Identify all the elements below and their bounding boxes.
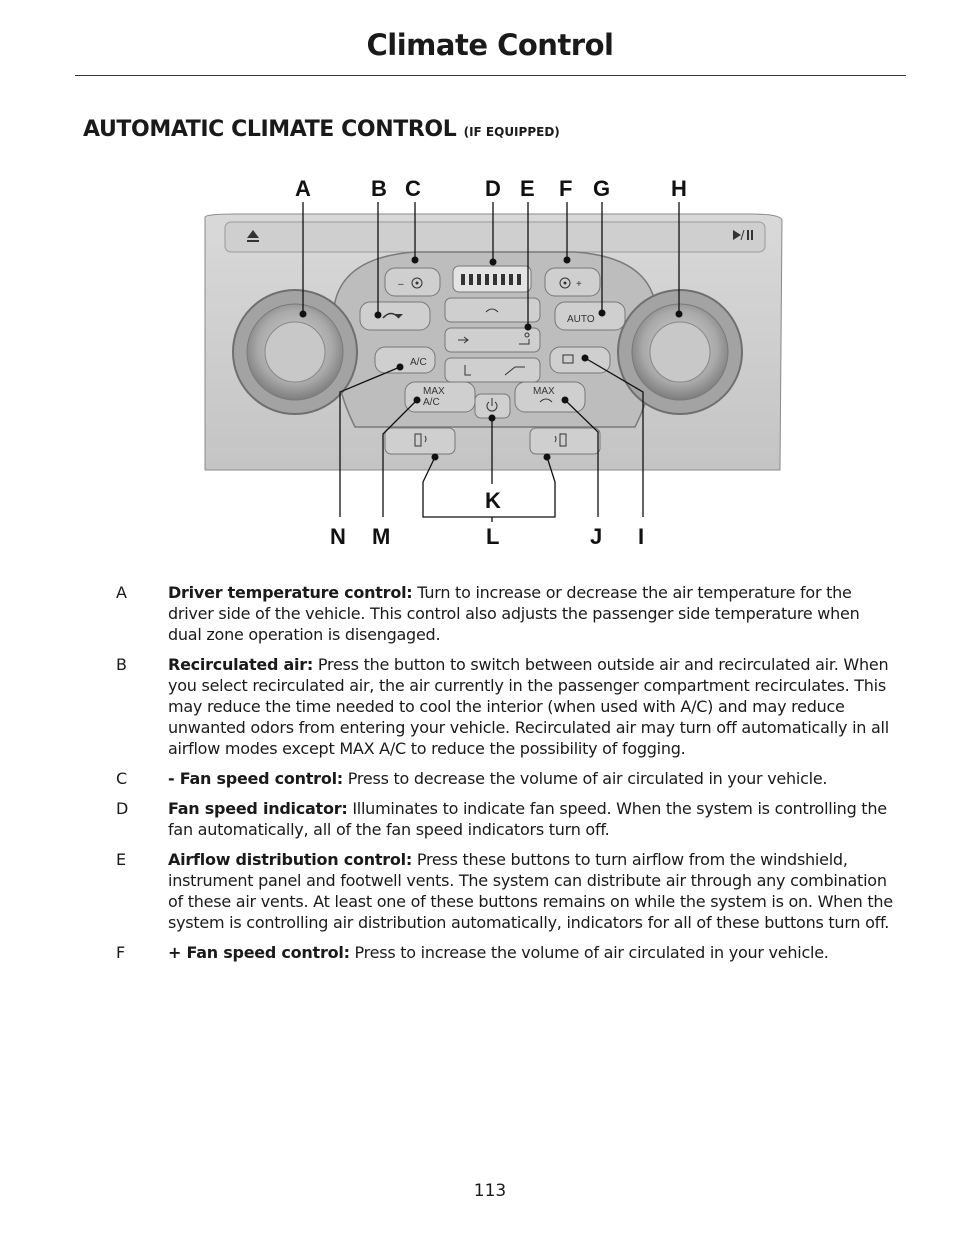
definition-term: Driver temperature control: [168, 583, 413, 602]
callout-dots [299, 256, 683, 461]
definition-item: A Driver temperature control: Turn to in… [0, 582, 954, 645]
definition-letter: C [116, 769, 128, 788]
definition-list: A Driver temperature control: Turn to in… [0, 582, 954, 972]
definition-text: - Fan speed control: Press to decrease t… [168, 768, 896, 789]
definition-item: B Recirculated air: Press the button to … [0, 654, 954, 759]
section-heading: AUTOMATIC CLIMATE CONTROL (IF EQUIPPED) [83, 117, 560, 142]
defrost-icon [485, 308, 499, 313]
section-heading-text: AUTOMATIC CLIMATE CONTROL [83, 117, 457, 142]
footwell-airflow-button[interactable] [444, 357, 541, 383]
definition-text: Fan speed indicator: Illuminates to indi… [168, 798, 896, 840]
fan-icon [559, 277, 571, 289]
ac-button[interactable] [374, 346, 436, 374]
fan-speed-increase-button[interactable] [544, 267, 601, 297]
fan-speed-indicator [452, 265, 532, 293]
passenger-heated-seat-button[interactable] [529, 427, 601, 455]
max-ac-label-bottom: A/C [423, 397, 440, 408]
definition-term: Recirculated air: [168, 655, 314, 674]
definition-item: F + Fan speed control: Press to increase… [0, 942, 954, 963]
panel-top-strip [224, 221, 766, 253]
windshield-airflow-button[interactable] [444, 297, 541, 323]
definition-body: Press to increase the volume of air circ… [349, 943, 829, 962]
fan-speed-indicator-bars [461, 274, 521, 285]
page-number: 113 [473, 1181, 507, 1201]
definition-letter: F [116, 943, 126, 962]
definition-text: Airflow distribution control: Press thes… [168, 849, 896, 933]
callout-a: A [295, 176, 311, 201]
definition-body: Press the button to switch between outsi… [168, 655, 889, 758]
definition-text: Recirculated air: Press the button to sw… [168, 654, 896, 759]
definition-text: Driver temperature control: Turn to incr… [168, 582, 896, 645]
recirculated-air-button[interactable] [359, 301, 431, 331]
recirculate-icon [382, 312, 403, 319]
definition-letter: A [116, 583, 127, 602]
definition-text: + Fan speed control: Press to increase t… [168, 942, 896, 963]
passenger-temperature-knob[interactable] [617, 289, 743, 415]
callout-n: N [330, 524, 346, 549]
callout-d: D [485, 176, 501, 201]
rear-defrost-button[interactable] [549, 346, 611, 374]
auto-button[interactable] [554, 301, 626, 331]
callout-l: L [486, 524, 499, 549]
definition-item: C - Fan speed control: Press to decrease… [0, 768, 954, 789]
title-divider [75, 75, 906, 76]
callout-f: F [559, 176, 572, 201]
definition-term: Airflow distribution control: [168, 850, 412, 869]
seat-airflow-icon [519, 332, 530, 345]
power-icon [486, 398, 498, 412]
heated-seat-icon [554, 433, 567, 447]
driver-temperature-knob[interactable] [232, 289, 358, 415]
section-subheading: (IF EQUIPPED) [463, 125, 560, 139]
max-ac-button[interactable] [404, 381, 476, 413]
ac-label: A/C [410, 357, 427, 368]
fan-icon [411, 277, 423, 289]
callout-e: E [520, 176, 535, 201]
rear-defrost-icon [562, 354, 574, 364]
callout-c: C [405, 176, 421, 201]
definition-term: + Fan speed control: [168, 943, 350, 962]
definition-letter: B [116, 655, 127, 674]
definition-body: Illuminates to indicate fan speed. When … [168, 799, 887, 839]
callout-g: G [593, 176, 610, 201]
callout-k: K [485, 488, 501, 513]
callout-i: I [638, 524, 644, 549]
definition-item: D Fan speed indicator: Illuminates to in… [0, 798, 954, 840]
climate-control-panel-figure: – + AUTO A/C MAX A/C [195, 172, 795, 552]
page-title: Climate Control [366, 28, 614, 62]
panel-airflow-button[interactable] [444, 327, 541, 353]
defrost-icon [539, 398, 553, 403]
definition-body: Press to decrease the volume of air circ… [342, 769, 828, 788]
fan-minus-label: – [398, 279, 404, 290]
heated-seat-icon [414, 433, 427, 447]
definition-body: Press these buttons to turn airflow from… [168, 850, 893, 932]
callout-h: H [671, 176, 687, 201]
definition-term: Fan speed indicator: [168, 799, 348, 818]
footwell-vent-icon [464, 365, 525, 376]
driver-heated-seat-button[interactable] [384, 427, 456, 455]
callout-m: M [372, 524, 390, 549]
callout-lines [302, 202, 680, 522]
eject-icon[interactable] [247, 230, 259, 242]
definition-letter: D [116, 799, 129, 818]
definition-term: - Fan speed control: [168, 769, 343, 788]
panel-vent-icon [458, 336, 469, 344]
climate-panel-illustration: – + AUTO A/C MAX A/C [204, 176, 783, 549]
play-pause-icon[interactable] [733, 229, 753, 241]
definition-body: Turn to increase or decrease the air tem… [168, 583, 860, 644]
max-defrost-label: MAX [533, 386, 555, 397]
fan-plus-label: + [576, 279, 582, 290]
definition-item: E Airflow distribution control: Press th… [0, 849, 954, 933]
auto-label: AUTO [567, 314, 595, 325]
max-defrost-button[interactable] [514, 381, 586, 413]
max-ac-label-top: MAX [423, 386, 445, 397]
callout-b: B [371, 176, 387, 201]
callout-j: J [590, 524, 602, 549]
definition-letter: E [116, 850, 127, 869]
